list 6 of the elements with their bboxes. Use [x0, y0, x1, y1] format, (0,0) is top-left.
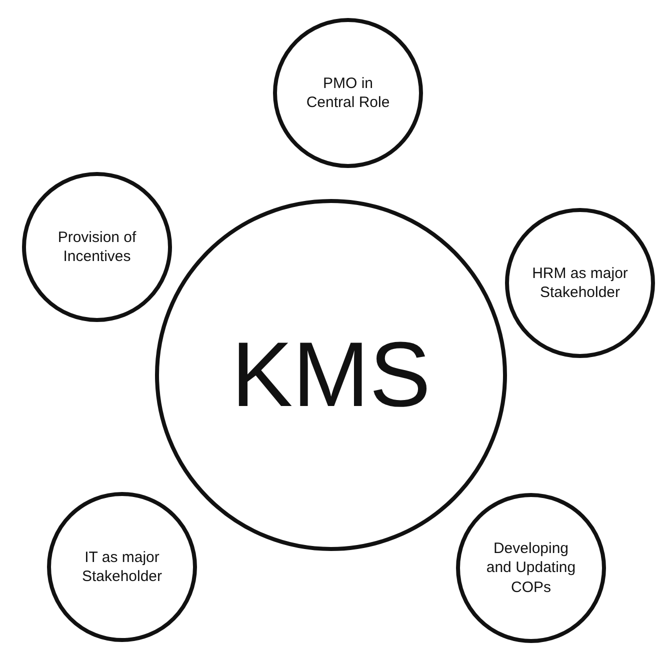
node-label: IT as major Stakeholder: [80, 548, 164, 586]
node-label: PMO in Central Role: [305, 74, 391, 112]
node-label: Developing and Updating COPs: [485, 538, 577, 598]
node-label: HRM as major Stakeholder: [531, 264, 629, 302]
center-label: KMS: [231, 329, 431, 421]
node-label: Provision of Incentives: [56, 228, 138, 266]
